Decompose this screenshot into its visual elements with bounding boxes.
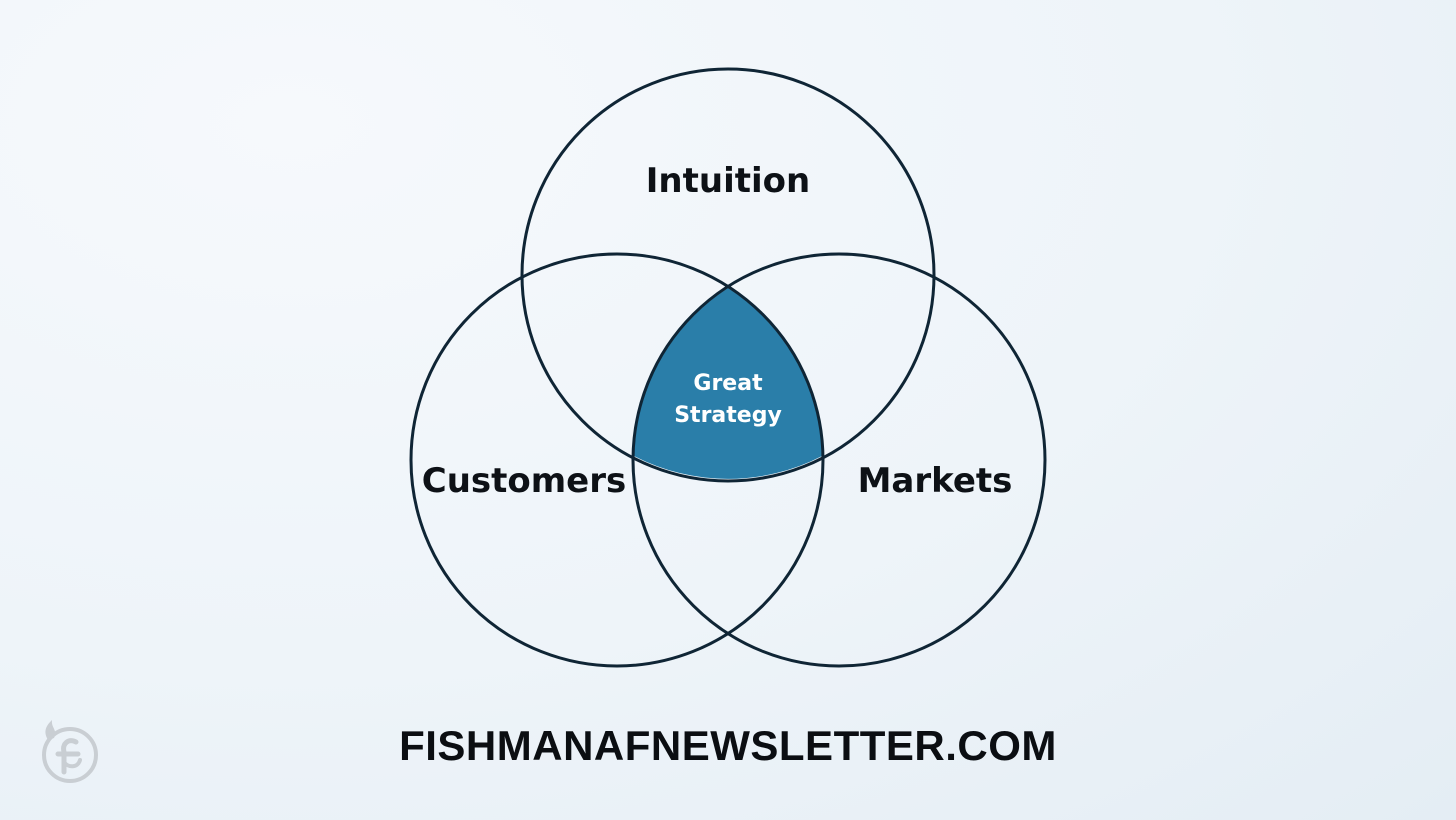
markets-circle xyxy=(631,252,1047,668)
intersection-label-line1: Great xyxy=(693,371,763,396)
intersection-label-line2: Strategy xyxy=(674,403,782,428)
customers-label: Customers xyxy=(422,461,627,501)
intersection-region xyxy=(634,288,822,479)
intuition-label: Intuition xyxy=(646,161,810,201)
customers-circle xyxy=(409,252,825,668)
markets-label: Markets xyxy=(858,461,1013,501)
footer-url: FISHMANAFNEWSLETTER.COM xyxy=(399,722,1057,769)
fishmanaf-logo-icon xyxy=(42,720,98,783)
intuition-circle xyxy=(520,67,936,483)
